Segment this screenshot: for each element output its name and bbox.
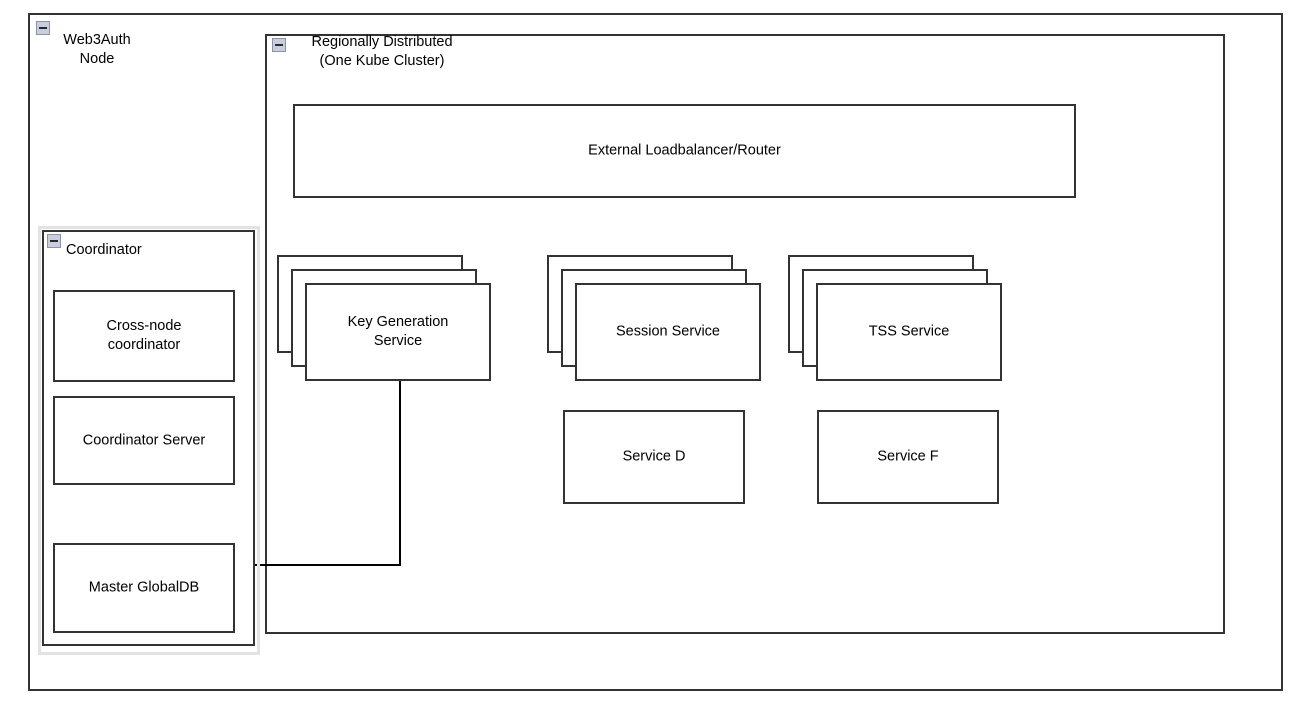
tss-service-label: TSS Service <box>868 323 950 340</box>
connector-keygen-horizontal <box>244 564 401 566</box>
cross-node-coordinator-box[interactable]: Cross-node coordinator <box>53 290 235 382</box>
master-globaldb-box[interactable]: Master GlobalDB <box>53 543 235 633</box>
tss-service-layer-front[interactable]: TSS Service <box>816 283 1002 381</box>
service-d-label: Service D <box>622 448 686 465</box>
web3auth-node-label-line2: Node <box>79 51 115 67</box>
key-generation-service-label: Key Generation Service <box>347 314 449 349</box>
connector-keygen-vertical <box>399 381 401 566</box>
kube-cluster-label-line2: (One Kube Cluster) <box>319 53 445 69</box>
session-service-layer-front[interactable]: Session Service <box>575 283 761 381</box>
coordinator-server-label: Coordinator Server <box>82 432 206 448</box>
key-generation-service-layer-front[interactable]: Key Generation Service <box>305 283 491 381</box>
coordinator-selection-frame <box>38 226 260 655</box>
kube-cluster-label: Regionally Distributed (One Kube Cluster) <box>292 33 472 71</box>
web3auth-node-collapse-icon[interactable] <box>36 21 50 35</box>
service-f-label: Service F <box>877 448 939 465</box>
service-d-box[interactable]: Service D <box>563 410 745 504</box>
coordinator-server-box[interactable]: Coordinator Server <box>53 396 235 485</box>
coordinator-collapse-icon[interactable] <box>47 234 61 248</box>
external-loadbalancer-router-label: External Loadbalancer/Router <box>588 142 781 159</box>
key-generation-service-stack[interactable]: Key Generation Service <box>277 255 491 381</box>
kube-cluster-collapse-icon[interactable] <box>272 38 286 52</box>
tss-service-stack[interactable]: TSS Service <box>788 255 1002 381</box>
service-f-box[interactable]: Service F <box>817 410 999 504</box>
session-service-label: Session Service <box>616 323 720 340</box>
kube-cluster-label-line1: Regionally Distributed <box>311 34 453 50</box>
web3auth-node-label-line1: Web3Auth <box>63 32 131 48</box>
coordinator-label: Coordinator <box>66 242 142 258</box>
cross-node-coordinator-label: Cross-node coordinator <box>106 318 182 353</box>
master-globaldb-label: Master GlobalDB <box>88 579 200 596</box>
external-loadbalancer-router-box[interactable]: External Loadbalancer/Router <box>293 104 1076 198</box>
session-service-stack[interactable]: Session Service <box>547 255 761 381</box>
